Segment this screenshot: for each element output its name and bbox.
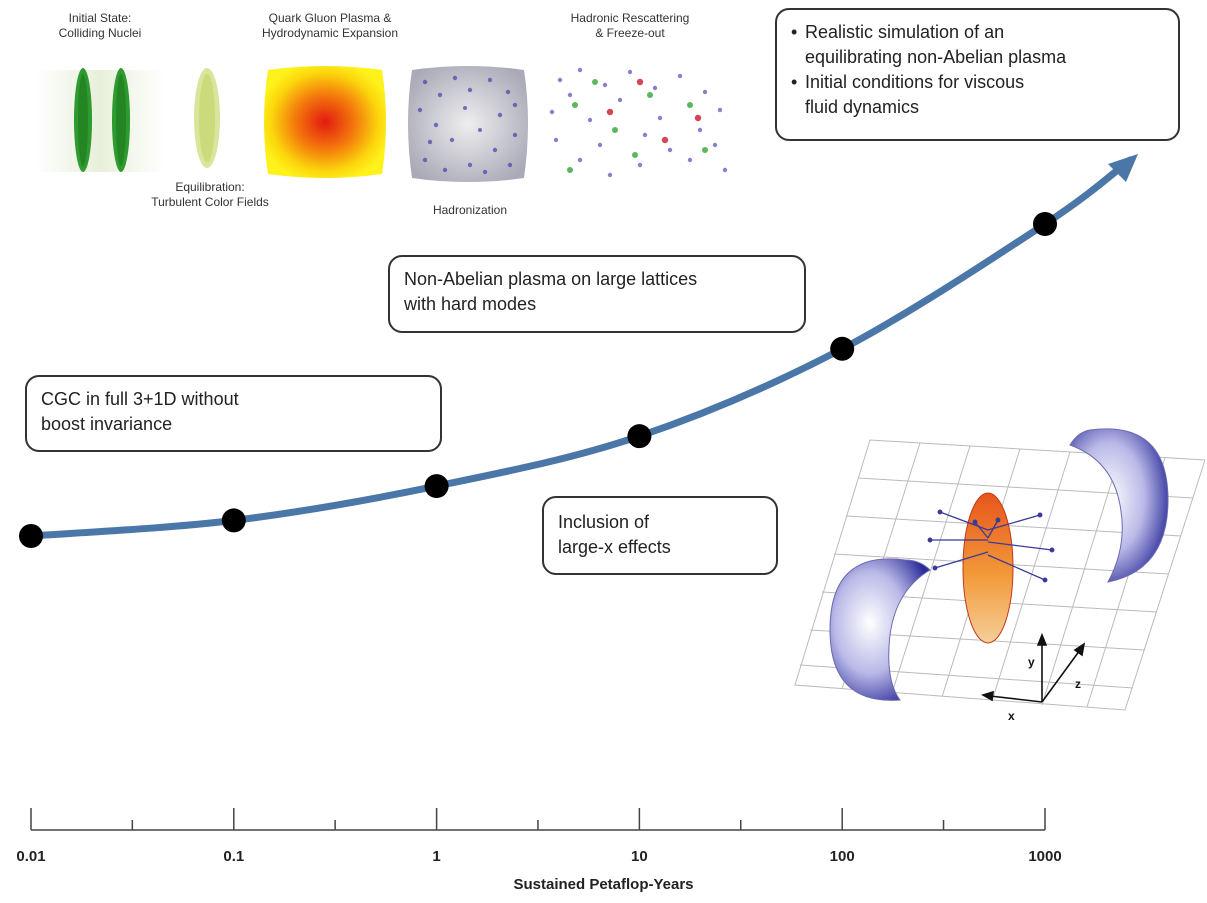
data-point [1033, 212, 1057, 236]
color-fields-icon [194, 68, 220, 168]
data-point [627, 424, 652, 449]
stage-label-equilibration: Equilibration: Turbulent Color Fields [151, 180, 269, 209]
x-tick-label: 1000 [1028, 848, 1062, 865]
coordinate-axes-icon [980, 632, 1086, 703]
data-point [221, 508, 246, 533]
data-point [19, 524, 43, 548]
x-tick-label: 1 [432, 848, 441, 865]
x-tick-label: 10 [631, 848, 648, 865]
stage-label-rescattering: Hadronic Rescattering & Freeze-out [570, 11, 690, 40]
callout-non-abelian-plasma: Non-Abelian plasma on large lattices wit… [388, 255, 806, 333]
plasma-ellipsoid-icon [927, 492, 1055, 644]
data-point [830, 336, 855, 361]
callout-large-x: Inclusion of large-x effects [542, 496, 778, 575]
data-point [424, 474, 449, 499]
x-tick-label: 0.01 [16, 848, 46, 865]
nucleus-right-icon [1069, 428, 1169, 583]
stage-label-qgp: Quark Gluon Plasma & Hydrodynamic Expans… [261, 11, 399, 40]
axis-z-label: z [1075, 677, 1081, 691]
stage-label-hadronization: Hadronization [432, 203, 508, 217]
curve-arrowhead [1108, 154, 1138, 182]
stage-label-initial-state: Initial State: Colliding Nuclei [58, 11, 142, 40]
hadronization-icon [408, 66, 528, 182]
stage-illustrations [36, 66, 728, 182]
quark-gluon-plasma-icon [264, 66, 386, 178]
callout-bullet: Realistic simulation of an equilibrating… [791, 20, 1164, 70]
collision-diagram: y x z [794, 428, 1205, 723]
x-axis-title: Sustained Petaflop-Years [513, 876, 694, 893]
axis-y-label: y [1028, 655, 1035, 669]
x-tick-label: 100 [829, 848, 855, 865]
callout-equilibrating-plasma: Realistic simulation of an equilibrating… [775, 8, 1180, 141]
hadronic-rescattering-icon [549, 67, 728, 178]
callout-cgc: CGC in full 3+1D without boost invarianc… [25, 375, 442, 452]
axis-x-label: x [1008, 709, 1015, 723]
colliding-nuclei-icon [36, 68, 164, 172]
x-tick-label: 0.1 [223, 848, 245, 865]
callout-bullet: Initial conditions for viscous fluid dyn… [791, 70, 1164, 120]
nucleus-left-icon [829, 558, 931, 701]
